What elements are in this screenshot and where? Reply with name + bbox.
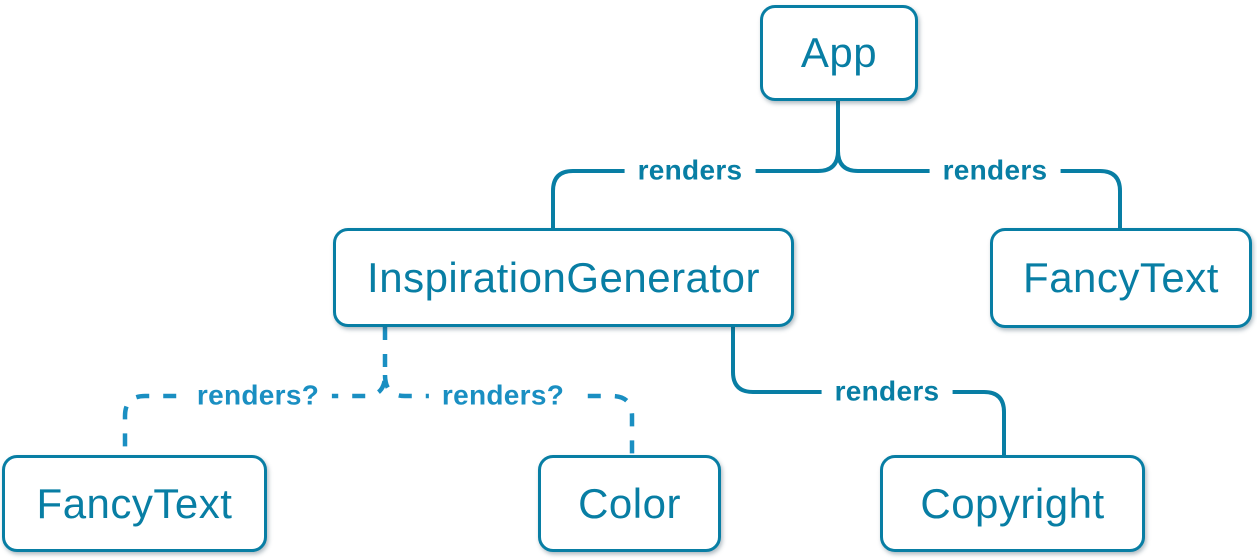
node-fancy-text-top-label: FancyText xyxy=(1023,254,1219,301)
edge-label-renders-app-inspirationgenerator: renders xyxy=(624,155,756,187)
edge-label-renders-app-fancytext: renders xyxy=(929,155,1061,187)
node-color-label: Color xyxy=(578,479,681,527)
edge-label-renders-inspirationgenerator-color: renders? xyxy=(428,380,578,412)
node-app: App xyxy=(760,5,918,101)
node-color: Color xyxy=(538,455,721,552)
node-copyright-label: Copyright xyxy=(920,479,1105,527)
node-app-label: App xyxy=(800,29,878,76)
node-inspiration-generator: InspirationGenerator xyxy=(333,228,794,327)
edge-inspirationgenerator-color-dashed xyxy=(382,374,635,455)
node-copyright: Copyright xyxy=(880,455,1145,552)
node-fancy-text-bottom: FancyText xyxy=(2,455,267,552)
node-inspiration-generator-label: InspirationGenerator xyxy=(367,253,760,301)
edge-app-fancytext xyxy=(836,149,1122,230)
edge-label-renders-inspirationgenerator-fancytext: renders? xyxy=(183,380,333,412)
node-fancy-text-bottom-label: FancyText xyxy=(36,479,233,527)
node-fancy-text-top: FancyText xyxy=(990,228,1252,328)
edge-label-renders-inspirationgenerator-copyright: renders xyxy=(821,376,953,408)
